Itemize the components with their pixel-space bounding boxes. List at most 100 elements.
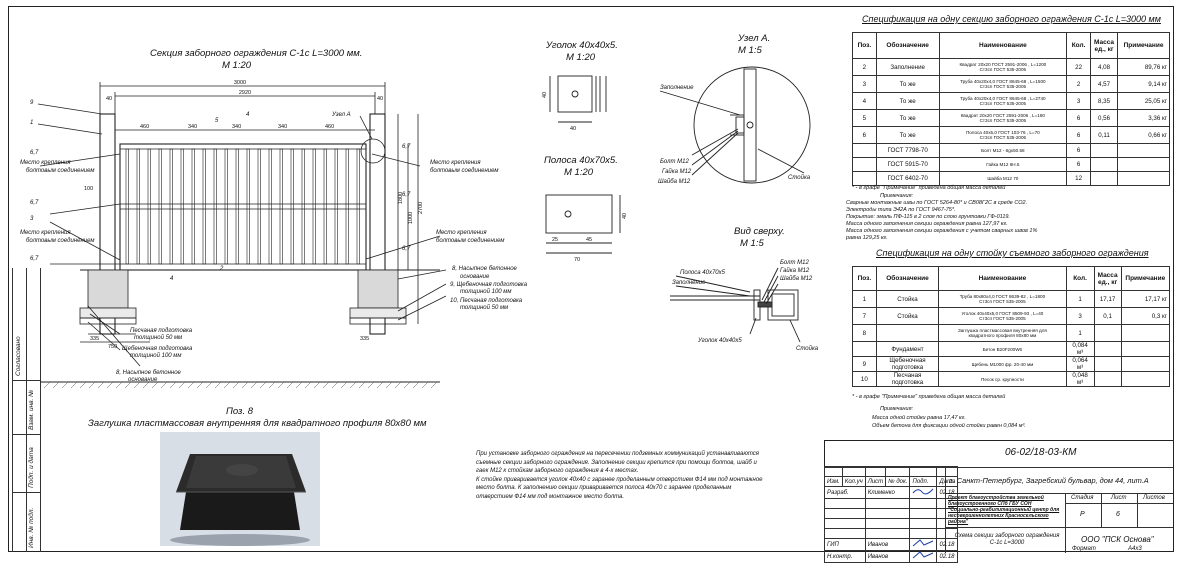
spec2-cell-note bbox=[1120, 356, 1171, 372]
spec2-cell-qty: 0,048 м³ bbox=[1065, 371, 1095, 387]
sand-left-a: Песчаная подготовка bbox=[130, 328, 193, 334]
spec1-cell-qty: 6 bbox=[1066, 143, 1091, 158]
spec1-cell-qty: 6 bbox=[1066, 157, 1091, 172]
spec2-cell-mass: 0,1 bbox=[1093, 307, 1122, 325]
dim-335-left: 335 bbox=[90, 336, 99, 342]
spec1-cell-pos bbox=[852, 143, 877, 158]
person-date-1: 02.18 bbox=[936, 486, 959, 499]
dim-335-right: 335 bbox=[360, 336, 369, 342]
ground-hatch bbox=[385, 381, 393, 389]
ground-hatch bbox=[412, 381, 420, 389]
spec2-title: Спецификация на одну стойку съемного заб… bbox=[876, 248, 1149, 258]
spec1-cell-designation: ГОСТ 6402-70 bbox=[875, 171, 940, 186]
format-value: А4х3 bbox=[1128, 546, 1142, 552]
fence-bar bbox=[356, 148, 360, 265]
spec2-cell-designation: Песчаная подготовка bbox=[875, 371, 940, 387]
ground-hatch bbox=[160, 381, 168, 389]
spec1-h-qty: Кол. bbox=[1066, 32, 1091, 59]
spec1-cell-qty: 12 bbox=[1066, 171, 1091, 186]
ground-hatch bbox=[259, 381, 267, 389]
spec2-cell-designation: Стойка bbox=[875, 307, 940, 325]
dim-inner: 2920 bbox=[239, 90, 251, 96]
spec2-name-line-b: Ст3сп ГОСТ 535-2005 bbox=[979, 299, 1026, 304]
spec1-note-3: Покрытие: эмаль ПФ-115 в 2 слоя по слою … bbox=[846, 214, 1010, 220]
ground-hatch bbox=[241, 381, 249, 389]
ground-hatch bbox=[52, 381, 60, 389]
spec1-name-line-b: Ст3сп ГОСТ 535-2005 bbox=[979, 101, 1027, 106]
ground-hatch bbox=[349, 381, 357, 389]
dim-total: 3000 bbox=[234, 80, 246, 86]
node-bolt-label: Болт М12 bbox=[660, 159, 689, 165]
spec1-cell-mass bbox=[1089, 171, 1119, 186]
gravel-label-a: 9, Щебеночная подготовка bbox=[450, 282, 528, 288]
base-left-b: основание bbox=[128, 377, 158, 383]
spec1-row: ГОСТ 6402-70 Шайба М12 70 12 bbox=[852, 171, 1170, 186]
ground-hatch bbox=[430, 381, 438, 389]
spec1-cell-mass bbox=[1089, 143, 1119, 158]
spec1-name-line-a: Труба 40х20х4,0 ГОСТ 8645-68 , L=2740 bbox=[960, 96, 1046, 101]
mount-label-1b: болтовым соединением bbox=[26, 168, 94, 174]
spec1-cell-mass: 4,08 bbox=[1089, 58, 1119, 76]
fence-bar bbox=[169, 148, 173, 265]
revision-table: Изм. Кол.уч Лист № док. Подп. Дата Разра… bbox=[824, 466, 959, 563]
mount-label-3a: Место крепления bbox=[430, 160, 481, 166]
base-label-b: основание bbox=[460, 274, 490, 280]
node-nut-label: Гайка М12 bbox=[662, 168, 692, 175]
install-line-3: гаек М12 к стойкам заборного ограждения … bbox=[476, 468, 639, 475]
fence-bar bbox=[191, 148, 195, 265]
ground-hatch bbox=[178, 381, 186, 389]
spec1-cell-designation: То же bbox=[875, 126, 940, 144]
dim-40-left: 40 bbox=[106, 96, 112, 102]
spec1-cell-qty: 3 bbox=[1066, 92, 1091, 110]
spec1-h-pos: Поз. bbox=[852, 32, 877, 59]
ground-hatch bbox=[340, 381, 348, 389]
spec2-cell-note bbox=[1120, 324, 1171, 342]
ground-hatch bbox=[286, 381, 294, 389]
rev-h-change: Изм. bbox=[824, 476, 843, 487]
spec2-cell-qty: 0,064 м³ bbox=[1065, 356, 1095, 372]
spec2-cell-note bbox=[1120, 371, 1171, 387]
angle-scale: М 1:20 bbox=[566, 52, 596, 63]
drawing-name: Схема секции заборного ограждения С-1с L… bbox=[954, 533, 1060, 546]
spec2-cell-mass bbox=[1093, 341, 1122, 357]
spec1-cell-qty: 6 bbox=[1066, 109, 1091, 127]
spec1-footnote: * - в графе "Примечание" приведена общая… bbox=[852, 185, 1006, 191]
person-name-2: Иванов bbox=[864, 538, 911, 551]
section-title: Секция заборного ограждения С-1с L=3000 … bbox=[150, 48, 363, 59]
spec1-name-line-a: Полоса 40х5,0 ГОСТ 103-76 , L=70 bbox=[965, 130, 1040, 135]
spec1-cell-name: Шайба М12 70 bbox=[938, 171, 1068, 186]
dim-1000: 1000 bbox=[408, 212, 414, 224]
spec1-cell-designation: То же bbox=[875, 92, 940, 110]
install-line-4: К стойке приваривается уголок 40х40 с за… bbox=[476, 476, 763, 483]
svg-text:6,7: 6,7 bbox=[30, 200, 39, 206]
angle-dim-40v: 40 bbox=[542, 92, 548, 98]
angle-dim-40: 40 bbox=[570, 126, 576, 132]
ground-hatch bbox=[214, 381, 222, 389]
spec1-note-4: Масса одного заполнения секции ограждени… bbox=[846, 221, 1008, 227]
spec1-h-note: Примечание bbox=[1117, 32, 1170, 59]
dim-1800: 1800 bbox=[398, 192, 404, 204]
rev-h-date: Дата bbox=[936, 476, 959, 487]
spec2-name-line-a: Бетон В20F200W6 bbox=[982, 346, 1023, 352]
spec1-h-name: Наименование bbox=[938, 32, 1068, 59]
spec1-cell-designation: Заполнение bbox=[875, 58, 940, 76]
spec1-name-line-a: Шайба М12 70 bbox=[987, 176, 1019, 181]
spec1-cell-name: Гайка М12 6Н.5 bbox=[938, 157, 1068, 172]
fence-bar bbox=[125, 148, 129, 265]
spec2-cell-qty: 3 bbox=[1065, 307, 1095, 325]
spec2-cell-mass: 17,17 bbox=[1093, 290, 1122, 308]
spec1-notes: Сварные монтажные швы по ГОСТ 5264-80* и… bbox=[846, 200, 1166, 242]
install-line-2: съемные секции заборного ограждения. Зап… bbox=[476, 459, 757, 466]
sheets-header: Листов bbox=[1143, 495, 1165, 501]
spec2-cell-designation: Щебеночная подготовка bbox=[875, 356, 940, 372]
fence-bar bbox=[312, 148, 316, 265]
spec2-cell-qty: 1 bbox=[1065, 290, 1095, 308]
install-line-5: место болта. К заполнению секции привари… bbox=[476, 485, 732, 492]
spec1-cell-note: 25,05 кг bbox=[1117, 92, 1170, 110]
strip-dim-45: 45 bbox=[586, 237, 592, 243]
spec1-cell-designation: То же bbox=[875, 109, 940, 127]
node-washer-label: Шайба М12 bbox=[658, 178, 691, 185]
